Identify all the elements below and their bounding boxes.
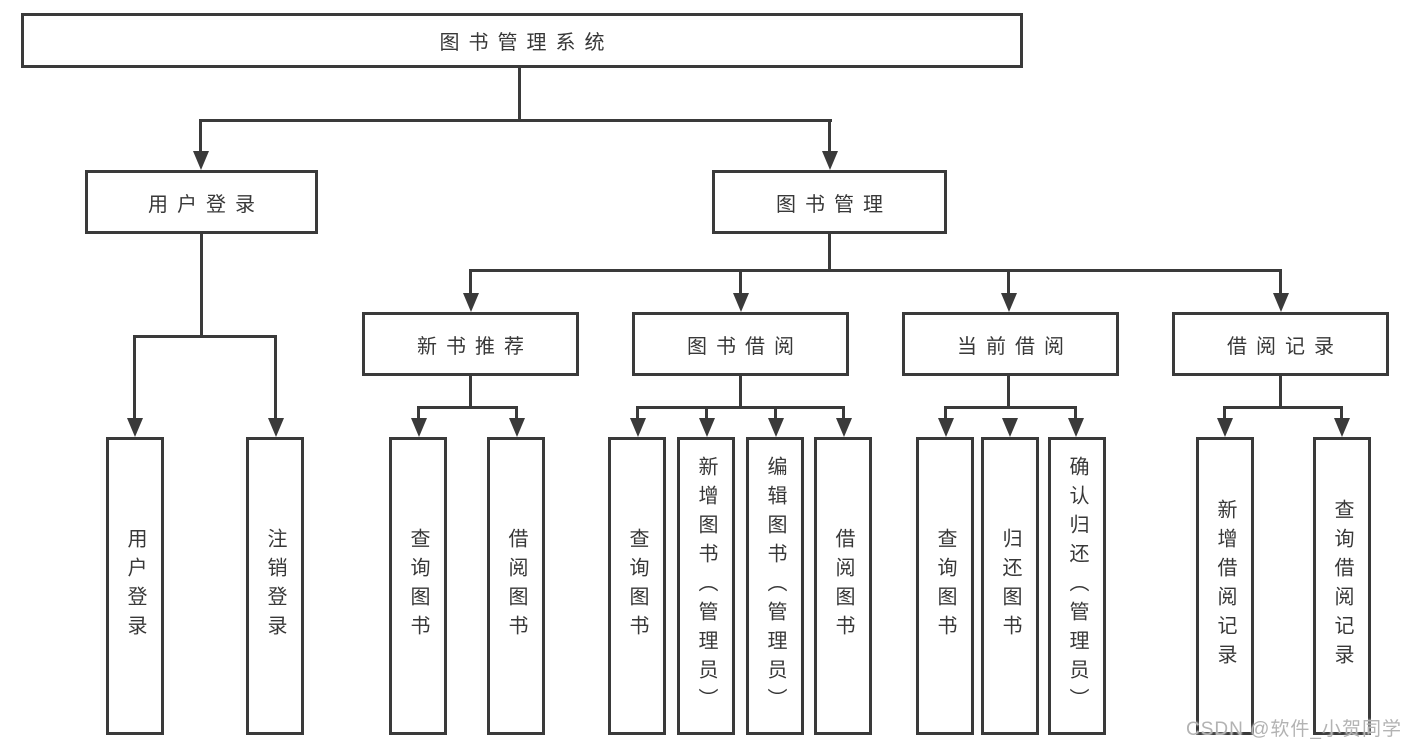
arrow-down-icon xyxy=(1273,293,1289,312)
node-book-borrowing: 图书借阅 xyxy=(632,312,849,376)
node-label: 新增借阅记录 xyxy=(1214,499,1236,673)
connector-line xyxy=(842,406,845,420)
connector-line xyxy=(518,68,521,121)
arrow-down-icon xyxy=(1068,418,1084,437)
node-label: 查询图书 xyxy=(407,528,429,644)
node-label: 归还图书 xyxy=(999,528,1021,644)
connector-line xyxy=(133,335,277,338)
arrow-down-icon xyxy=(127,418,143,437)
node-label: 用户登录 xyxy=(124,528,146,644)
connector-line xyxy=(200,234,203,337)
node-label: 借阅记录 xyxy=(1227,335,1343,358)
leaf-add-book-admin: 新增图书（管理员） xyxy=(677,437,735,735)
connector-line xyxy=(1279,376,1282,409)
node-label: 注销登录 xyxy=(264,528,286,644)
arrow-down-icon xyxy=(1001,293,1017,312)
connector-line xyxy=(199,119,202,155)
node-label: 新增图书（管理员） xyxy=(695,455,717,717)
leaf-query-borrow-record: 查询借阅记录 xyxy=(1313,437,1371,735)
arrow-down-icon xyxy=(1002,418,1018,437)
arrow-down-icon xyxy=(1334,418,1350,437)
connector-line xyxy=(774,406,777,420)
arrow-down-icon xyxy=(1217,418,1233,437)
arrow-down-icon xyxy=(938,418,954,437)
connector-line xyxy=(1007,269,1010,296)
node-book-management: 图书管理 xyxy=(712,170,947,234)
connector-line xyxy=(133,335,136,421)
connector-line xyxy=(1007,376,1010,409)
node-current-borrowing: 当前借阅 xyxy=(902,312,1119,376)
connector-line xyxy=(469,269,472,296)
node-label: 编辑图书（管理员） xyxy=(764,455,786,717)
leaf-edit-book-admin: 编辑图书（管理员） xyxy=(746,437,804,735)
arrow-down-icon xyxy=(630,418,646,437)
node-label: 查询借阅记录 xyxy=(1331,499,1353,673)
leaf-query-books-current: 查询图书 xyxy=(916,437,974,735)
connector-line xyxy=(469,269,1282,272)
node-borrowing-records: 借阅记录 xyxy=(1172,312,1389,376)
node-label: 借阅图书 xyxy=(832,528,854,644)
node-label: 图书管理系统 xyxy=(439,32,614,54)
node-label: 用户登录 xyxy=(148,193,264,216)
arrow-down-icon xyxy=(733,293,749,312)
node-label: 图书借阅 xyxy=(687,335,803,358)
watermark-text: CSDN @软件_小贺同学 xyxy=(1186,719,1402,740)
leaf-borrow-books-recommend: 借阅图书 xyxy=(487,437,545,735)
leaf-query-books-recommend: 查询图书 xyxy=(389,437,447,735)
leaf-add-borrow-record: 新增借阅记录 xyxy=(1196,437,1254,735)
arrow-down-icon xyxy=(268,418,284,437)
arrow-down-icon xyxy=(699,418,715,437)
node-user-login: 用户登录 xyxy=(85,170,318,234)
leaf-user-login: 用户登录 xyxy=(106,437,164,735)
arrow-down-icon xyxy=(509,418,525,437)
arrow-down-icon xyxy=(768,418,784,437)
leaf-return-book: 归还图书 xyxy=(981,437,1039,735)
connector-line xyxy=(1223,406,1226,420)
connector-line xyxy=(1074,406,1077,420)
node-label: 当前借阅 xyxy=(957,335,1073,358)
connector-line xyxy=(1223,406,1343,409)
arrow-down-icon xyxy=(822,151,838,170)
leaf-confirm-return-admin: 确认归还（管理员） xyxy=(1048,437,1106,735)
arrow-down-icon xyxy=(193,151,209,170)
connector-line xyxy=(828,234,831,271)
leaf-query-books-borrow: 查询图书 xyxy=(608,437,666,735)
connector-line xyxy=(1340,406,1343,420)
leaf-logout: 注销登录 xyxy=(246,437,304,735)
connector-line xyxy=(944,406,947,420)
connector-line xyxy=(636,406,639,420)
connector-line xyxy=(828,119,831,155)
connector-line xyxy=(636,406,845,409)
leaf-borrow-books: 借阅图书 xyxy=(814,437,872,735)
connector-line xyxy=(944,406,1077,409)
node-label: 新书推荐 xyxy=(417,335,533,358)
connector-line xyxy=(417,406,420,420)
connector-line xyxy=(739,269,742,296)
connector-line xyxy=(739,376,742,409)
connector-line xyxy=(274,335,277,421)
connector-line xyxy=(469,376,472,409)
connector-line xyxy=(199,119,832,122)
connector-line xyxy=(1279,269,1282,296)
connector-line xyxy=(515,406,518,420)
node-new-book-recommend: 新书推荐 xyxy=(362,312,579,376)
connector-line xyxy=(705,406,708,420)
node-label: 借阅图书 xyxy=(505,528,527,644)
node-label: 查询图书 xyxy=(626,528,648,644)
arrow-down-icon xyxy=(411,418,427,437)
connector-line xyxy=(417,406,518,409)
node-label: 图书管理 xyxy=(776,193,892,216)
node-root-library-system: 图书管理系统 xyxy=(21,13,1023,68)
node-label: 查询图书 xyxy=(934,528,956,644)
node-label: 确认归还（管理员） xyxy=(1066,455,1088,717)
arrow-down-icon xyxy=(463,293,479,312)
arrow-down-icon xyxy=(836,418,852,437)
